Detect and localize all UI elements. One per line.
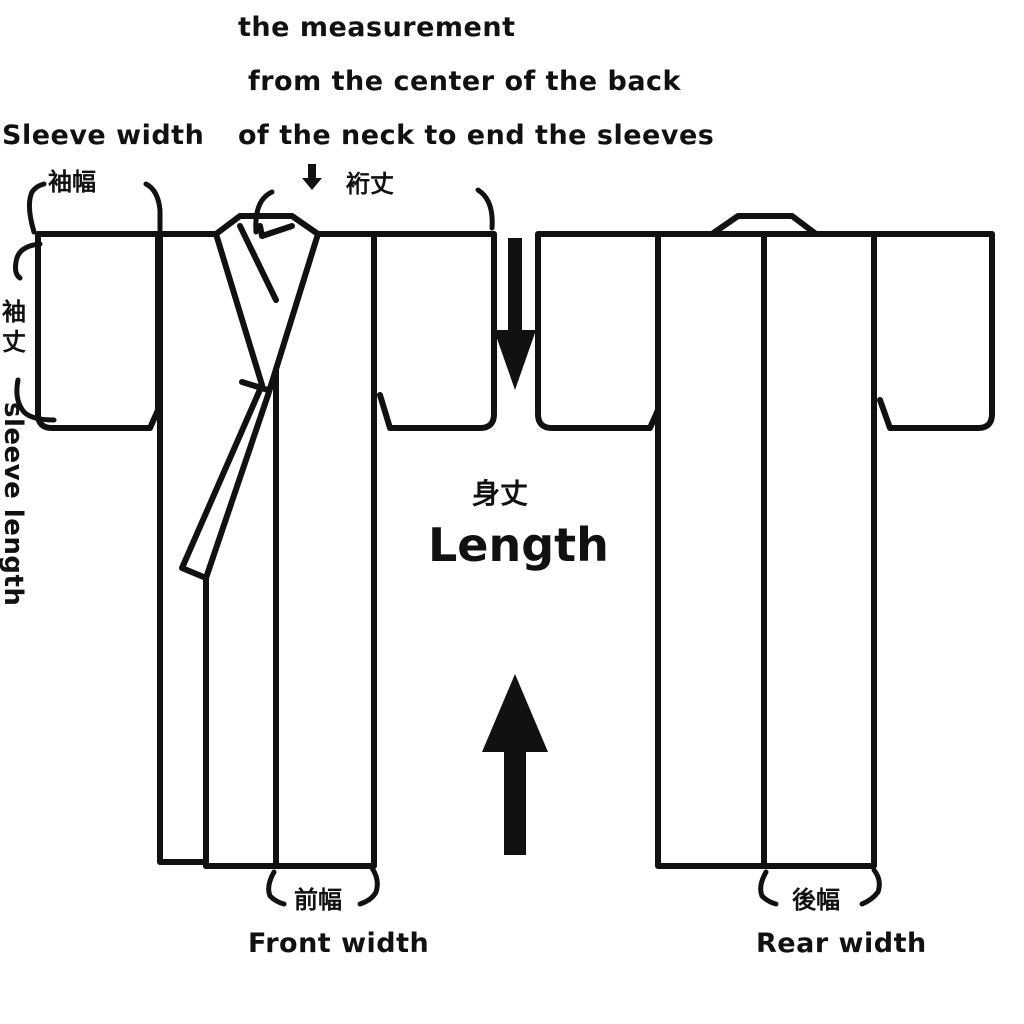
sleeve-length-bracket (13, 241, 57, 423)
back-body-outline (655, 231, 877, 869)
sleeve-width-label-en: Sleeve width (2, 120, 205, 151)
rear-width-bracket (758, 867, 882, 907)
front-right-sleeve (371, 231, 497, 431)
sleeve-width-label-jp: 袖幅 (48, 168, 96, 196)
annotation-line-1: the measurement (238, 12, 516, 43)
sleeve-length-label-en: sleeve length (0, 402, 28, 607)
measurement-brackets (13, 181, 882, 907)
sleeve-length-label-jp-2: 丈 (2, 328, 26, 356)
length-up-arrow (482, 674, 548, 855)
front-kimono-outline (35, 213, 497, 869)
sleeve-length-label-jp-1: 袖 (2, 298, 26, 326)
length-label-jp: 身丈 (472, 477, 529, 510)
yuki-bracket (253, 187, 495, 235)
rear-width-label-jp: 後幅 (792, 886, 840, 914)
front-left-sleeve (35, 231, 161, 431)
back-kimono-outline (535, 213, 995, 869)
sleeve-width-bracket (26, 181, 163, 235)
front-width-label-jp: 前幅 (294, 886, 342, 914)
front-collar-inner-2 (257, 223, 295, 239)
front-body-outline (155, 213, 377, 869)
length-label-en: Length (428, 518, 609, 572)
annotation-line-2: from the center of the back (248, 66, 682, 97)
back-left-sleeve (535, 231, 661, 431)
front-collar-inner (237, 223, 279, 303)
front-collar-band (239, 379, 271, 393)
yuki-label-jp: 裄丈 (346, 170, 394, 198)
front-width-label-en: Front width (248, 928, 430, 959)
length-down-arrow (494, 238, 536, 390)
back-right-sleeve (871, 231, 995, 431)
annotation-line-3: of the neck to end the sleeves (238, 120, 715, 151)
arrows (302, 164, 548, 855)
rear-width-label-en: Rear width (756, 928, 927, 959)
yuki-down-arrow (302, 164, 322, 190)
back-collar (709, 213, 819, 237)
front-width-bracket (266, 865, 380, 907)
front-collar-outer (179, 231, 321, 581)
